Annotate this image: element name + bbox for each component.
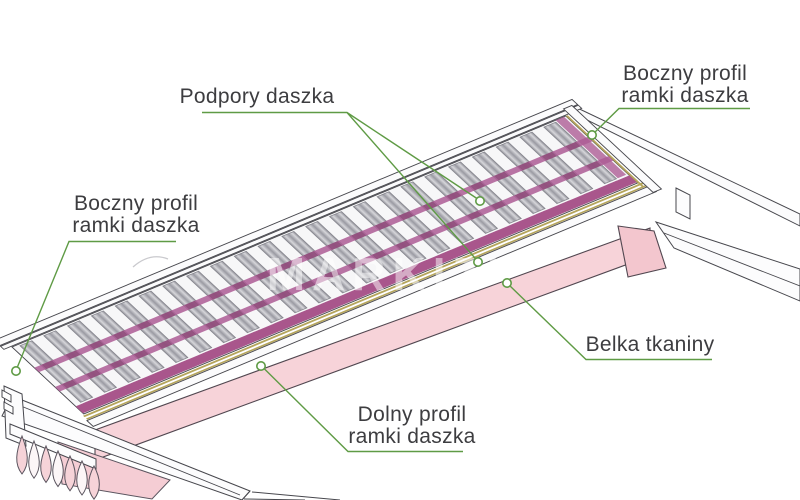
marker-circle [255, 360, 266, 371]
marker-circle [501, 277, 512, 288]
label-dolny-line1: Dolny profil [358, 403, 467, 426]
corner-post [675, 187, 691, 220]
marker-circle [586, 130, 597, 141]
label-podpory-text: Podpory daszka [180, 85, 335, 108]
label-boczny-right-line1: Boczny profil [623, 62, 747, 85]
label-boczny-left-line2: ramki daszka [72, 214, 199, 237]
label-belka-tkaniny: Belka tkaniny [501, 277, 715, 361]
top-frame-profile [0, 98, 579, 347]
label-dolny-profil: Dolny profil ramki daszka [255, 360, 475, 453]
fabric-beam-end-cap [617, 225, 667, 278]
label-podpory-daszka: Podpory daszka [180, 85, 485, 267]
marker-circle [474, 196, 485, 207]
marker-circle [11, 365, 21, 376]
deck-reflection-line [132, 256, 169, 268]
gold-trim-inner [86, 185, 647, 420]
marker-circle [472, 256, 483, 267]
right-end-frame-profile [562, 104, 663, 193]
left-guide-rail-end-edge [241, 490, 251, 500]
gold-trim-outer [83, 182, 644, 418]
rail-extension-line-1 [251, 491, 341, 500]
right-end-support-band [555, 116, 627, 179]
front-support-band [75, 175, 637, 414]
folded-fabric [16, 434, 100, 500]
left-guide-rail-ridge [15, 403, 241, 496]
right-guide-rail [654, 221, 800, 302]
label-dolny-line2: ramki daszka [348, 425, 475, 448]
mount-hook-1 [1, 389, 12, 403]
roof-deck [0, 98, 663, 428]
label-boczny-profil-right: Boczny profil ramki daszka [586, 62, 750, 141]
label-boczny-profil-left: Boczny profil ramki daszka [11, 192, 199, 376]
label-boczny-left-line1: Boczny profil [74, 192, 198, 215]
label-boczny-right-line2: ramki daszka [621, 84, 748, 107]
right-guide-rail-ridge [663, 232, 800, 287]
gold-trim-right-end [565, 115, 644, 188]
label-belka-text: Belka tkaniny [586, 333, 715, 356]
mount-hook-2 [3, 401, 14, 415]
top-frame-profile-inner [0, 104, 583, 350]
roof-slats [19, 121, 618, 403]
